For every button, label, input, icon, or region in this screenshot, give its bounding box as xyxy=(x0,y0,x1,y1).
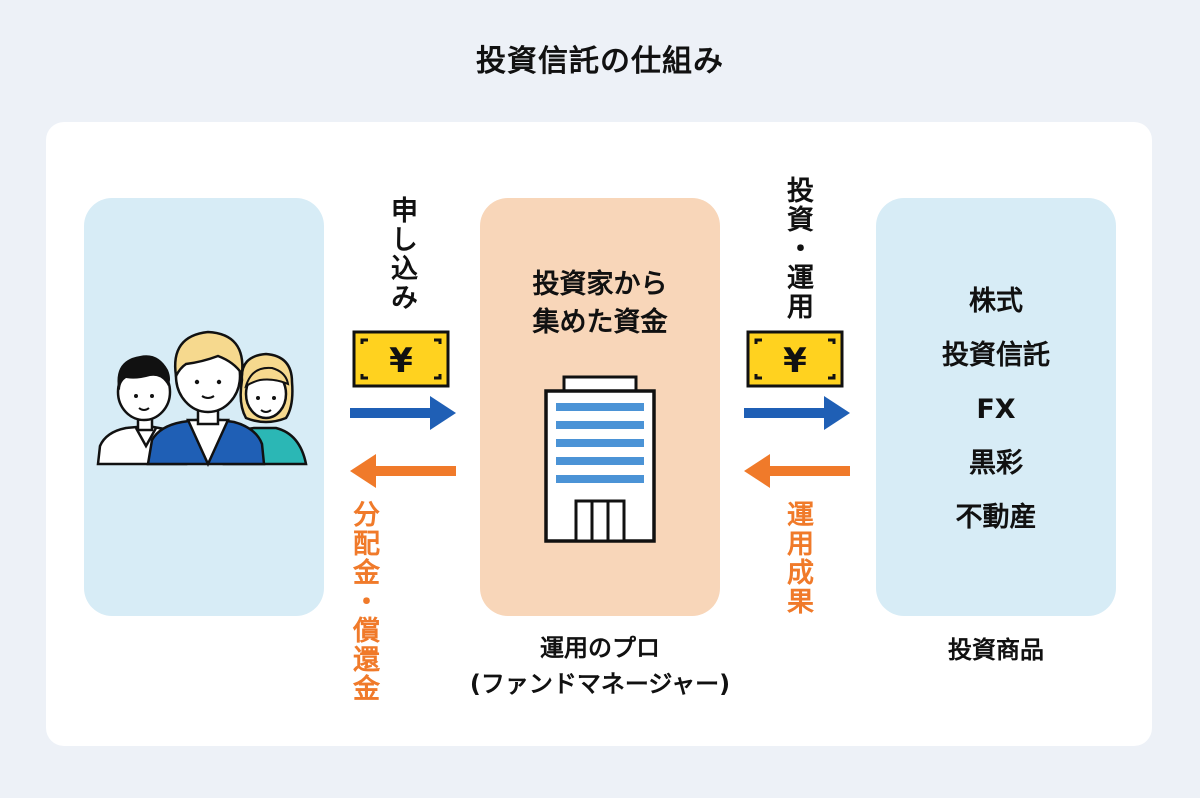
orange-arrow-left-left xyxy=(350,454,456,488)
blue-arrow-right-right xyxy=(744,396,850,430)
fund-caption: 運用のプロ (ファンドマネージャー) xyxy=(400,630,800,702)
orange-arrow-left-right xyxy=(744,454,850,488)
fund-caption-line-1: 運用のプロ xyxy=(540,634,660,662)
apply-label: 申し込み xyxy=(386,196,417,312)
product-item-4: 黒彩 xyxy=(969,448,1023,479)
office-building-icon xyxy=(544,375,656,543)
product-item-fx: FX xyxy=(976,394,1016,425)
diagram-title: 投資信託の仕組み xyxy=(476,44,724,79)
distribution-line-1: 分配金・ xyxy=(348,500,379,616)
yen-note-right: ¥ xyxy=(746,330,844,388)
fund-caption-line-2: (ファンドマネージャー) xyxy=(469,670,731,698)
product-item-stocks: 株式 xyxy=(969,286,1023,317)
product-item-real-estate: 不動産 xyxy=(955,502,1037,533)
yen-symbol-right: ¥ xyxy=(783,341,807,381)
products-list: 株式 投資信託 FX 黒彩 不動産 xyxy=(876,280,1116,550)
product-item-investment-trust: 投資信託 xyxy=(942,340,1050,371)
products-panel xyxy=(876,198,1116,616)
fund-line-1: 投資家から xyxy=(532,269,668,300)
yen-symbol-left: ¥ xyxy=(389,341,413,381)
investors-illustration xyxy=(96,330,308,468)
distribution-line-2: 償還金 xyxy=(348,616,379,703)
result-label: 運用成果 xyxy=(782,500,813,616)
distribution-label: 分配金・償還金 xyxy=(346,500,380,703)
products-caption: 投資商品 xyxy=(948,636,1044,664)
invest-label: 投資・運用 xyxy=(782,176,813,321)
fund-box-text: 投資家から 集めた資金 xyxy=(480,266,720,342)
man-center-figure xyxy=(146,330,266,468)
yen-note-left: ¥ xyxy=(352,330,450,388)
blue-arrow-right-left xyxy=(350,396,456,430)
fund-line-2: 集めた資金 xyxy=(532,307,668,338)
man-left-figure xyxy=(96,355,188,466)
